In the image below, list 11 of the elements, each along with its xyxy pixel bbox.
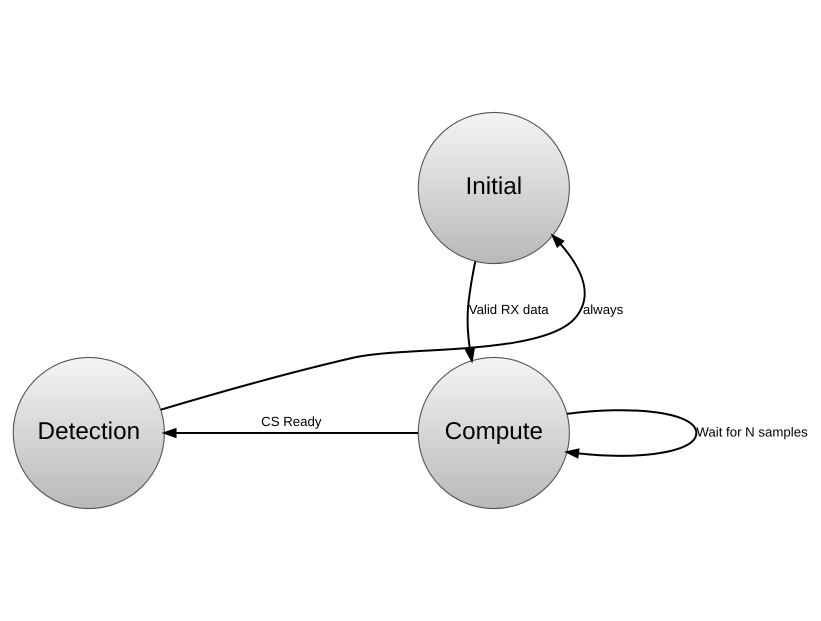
arrow (464, 261, 476, 364)
node-circle: Initial (418, 112, 570, 264)
edge-label: Valid RX data (468, 302, 549, 317)
node-circle: Detection (12, 356, 165, 510)
arrow (162, 428, 418, 438)
arrow (160, 234, 586, 411)
edge-label: CS Ready (261, 414, 322, 429)
arrow (564, 409, 698, 459)
edge-label: always (582, 302, 624, 317)
edge-label: Wait for N samples (696, 424, 808, 440)
node-circle: Compute (418, 356, 570, 510)
